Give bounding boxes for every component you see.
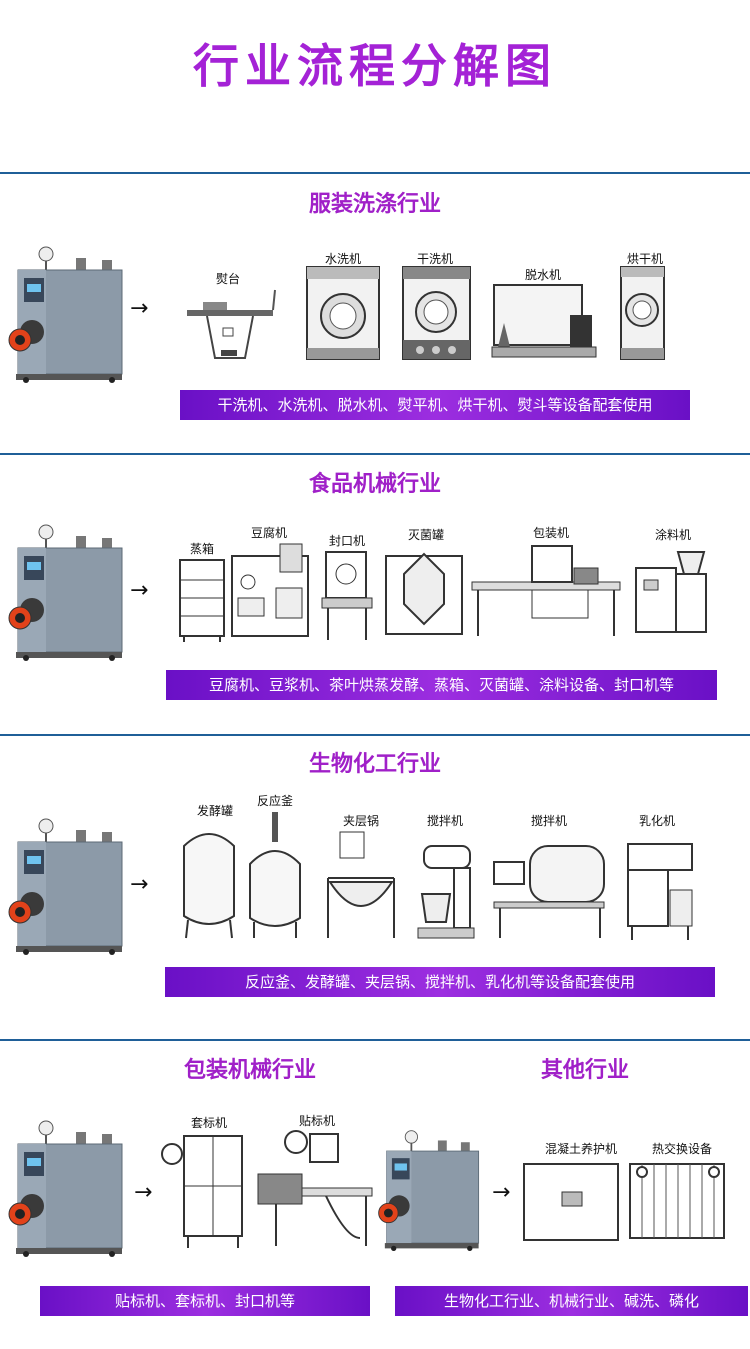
equipment-label: 豆腐机: [250, 526, 287, 540]
right-arrow-icon: →: [130, 578, 149, 603]
equipment-label: 套标机: [190, 1116, 227, 1130]
fermentation-tank-icon: [183, 833, 235, 939]
concrete-curing-machine-icon: [523, 1163, 619, 1241]
stand-mixer-icon: [417, 845, 475, 939]
equipment-label: 干洗机: [416, 252, 453, 266]
steam-boiler-icon: [6, 244, 136, 384]
equipment-label: 蒸箱: [189, 542, 214, 556]
section-title: 其他行业: [540, 1058, 629, 1083]
equipment-label: 搅拌机: [530, 814, 567, 828]
page-title: 行业流程分解图: [193, 39, 557, 93]
equipment-label: 水洗机: [324, 252, 361, 266]
equipment-label: 混凝土养护机: [544, 1142, 617, 1156]
jacketed-kettle-icon: [327, 831, 395, 938]
section-banner: 豆腐机、豆浆机、茶叶烘蒸发酵、蒸箱、灭菌罐、涂料设备、封口机等: [166, 670, 717, 700]
heat-exchanger-icon: [629, 1163, 725, 1239]
equipment-label: 夹层锅: [342, 814, 379, 828]
dry-cleaning-machine-icon: [402, 266, 471, 360]
sealing-machine-icon: [321, 551, 373, 640]
equipment-label: 灭菌罐: [407, 528, 444, 542]
section-title: 服装洗涤行业: [308, 192, 441, 217]
emulsifier-icon: [627, 843, 693, 940]
section-divider: [0, 1039, 750, 1041]
section-banner: 贴标机、套标机、封口机等: [40, 1286, 370, 1316]
section-title: 食品机械行业: [308, 472, 441, 497]
steam-boiler-icon: [6, 1118, 136, 1258]
equipment-label: 贴标机: [298, 1114, 335, 1128]
horizontal-mixer-icon: [493, 845, 605, 938]
dryer-icon: [620, 266, 665, 360]
section-title: 包装机械行业: [183, 1058, 316, 1083]
section-banner: 生物化工行业、机械行业、碱洗、磷化: [395, 1286, 748, 1316]
equipment-label: 熨台: [215, 272, 240, 286]
equipment-label: 搅拌机: [426, 814, 463, 828]
washing-machine-icon: [306, 266, 380, 360]
sleeve-labeling-machine-icon: [161, 1135, 243, 1248]
equipment-label: 乳化机: [638, 814, 675, 828]
steam-boiler-icon: [6, 522, 136, 662]
section-banner: 干洗机、水洗机、脱水机、熨平机、烘干机、熨斗等设备配套使用: [180, 390, 690, 420]
section-title: 生物化工行业: [308, 752, 441, 777]
section-divider: [0, 172, 750, 174]
steam-boiler-icon: [6, 816, 136, 956]
section-divider: [0, 453, 750, 455]
right-arrow-icon: →: [134, 1180, 153, 1205]
equipment-label: 热交换设备: [651, 1142, 712, 1156]
right-arrow-icon: →: [130, 872, 149, 897]
labeling-machine-icon: [257, 1130, 373, 1246]
section-banner: 反应釜、发酵罐、夹层锅、搅拌机、乳化机等设备配套使用: [165, 967, 715, 997]
tofu-machine-icon: [231, 543, 309, 637]
steam-boiler-icon: [376, 1128, 491, 1252]
ironing-table-icon: [187, 289, 276, 359]
right-arrow-icon: →: [492, 1180, 511, 1205]
right-arrow-icon: →: [130, 296, 149, 321]
equipment-label: 包装机: [532, 526, 569, 540]
equipment-label: 发酵罐: [196, 804, 233, 818]
dehydrator-icon: [491, 284, 597, 358]
equipment-label: 脱水机: [524, 268, 561, 282]
reactor-icon: [249, 812, 301, 938]
equipment-label: 反应釜: [256, 794, 293, 808]
packaging-machine-icon: [471, 545, 621, 636]
equipment-label: 涂料机: [654, 528, 691, 542]
section-divider: [0, 734, 750, 736]
sterilization-tank-icon: [385, 552, 463, 635]
steam-cabinet-icon: [179, 559, 225, 642]
equipment-label: 烘干机: [626, 252, 663, 266]
equipment-label: 封口机: [328, 534, 365, 548]
coating-machine-icon: [635, 551, 707, 633]
